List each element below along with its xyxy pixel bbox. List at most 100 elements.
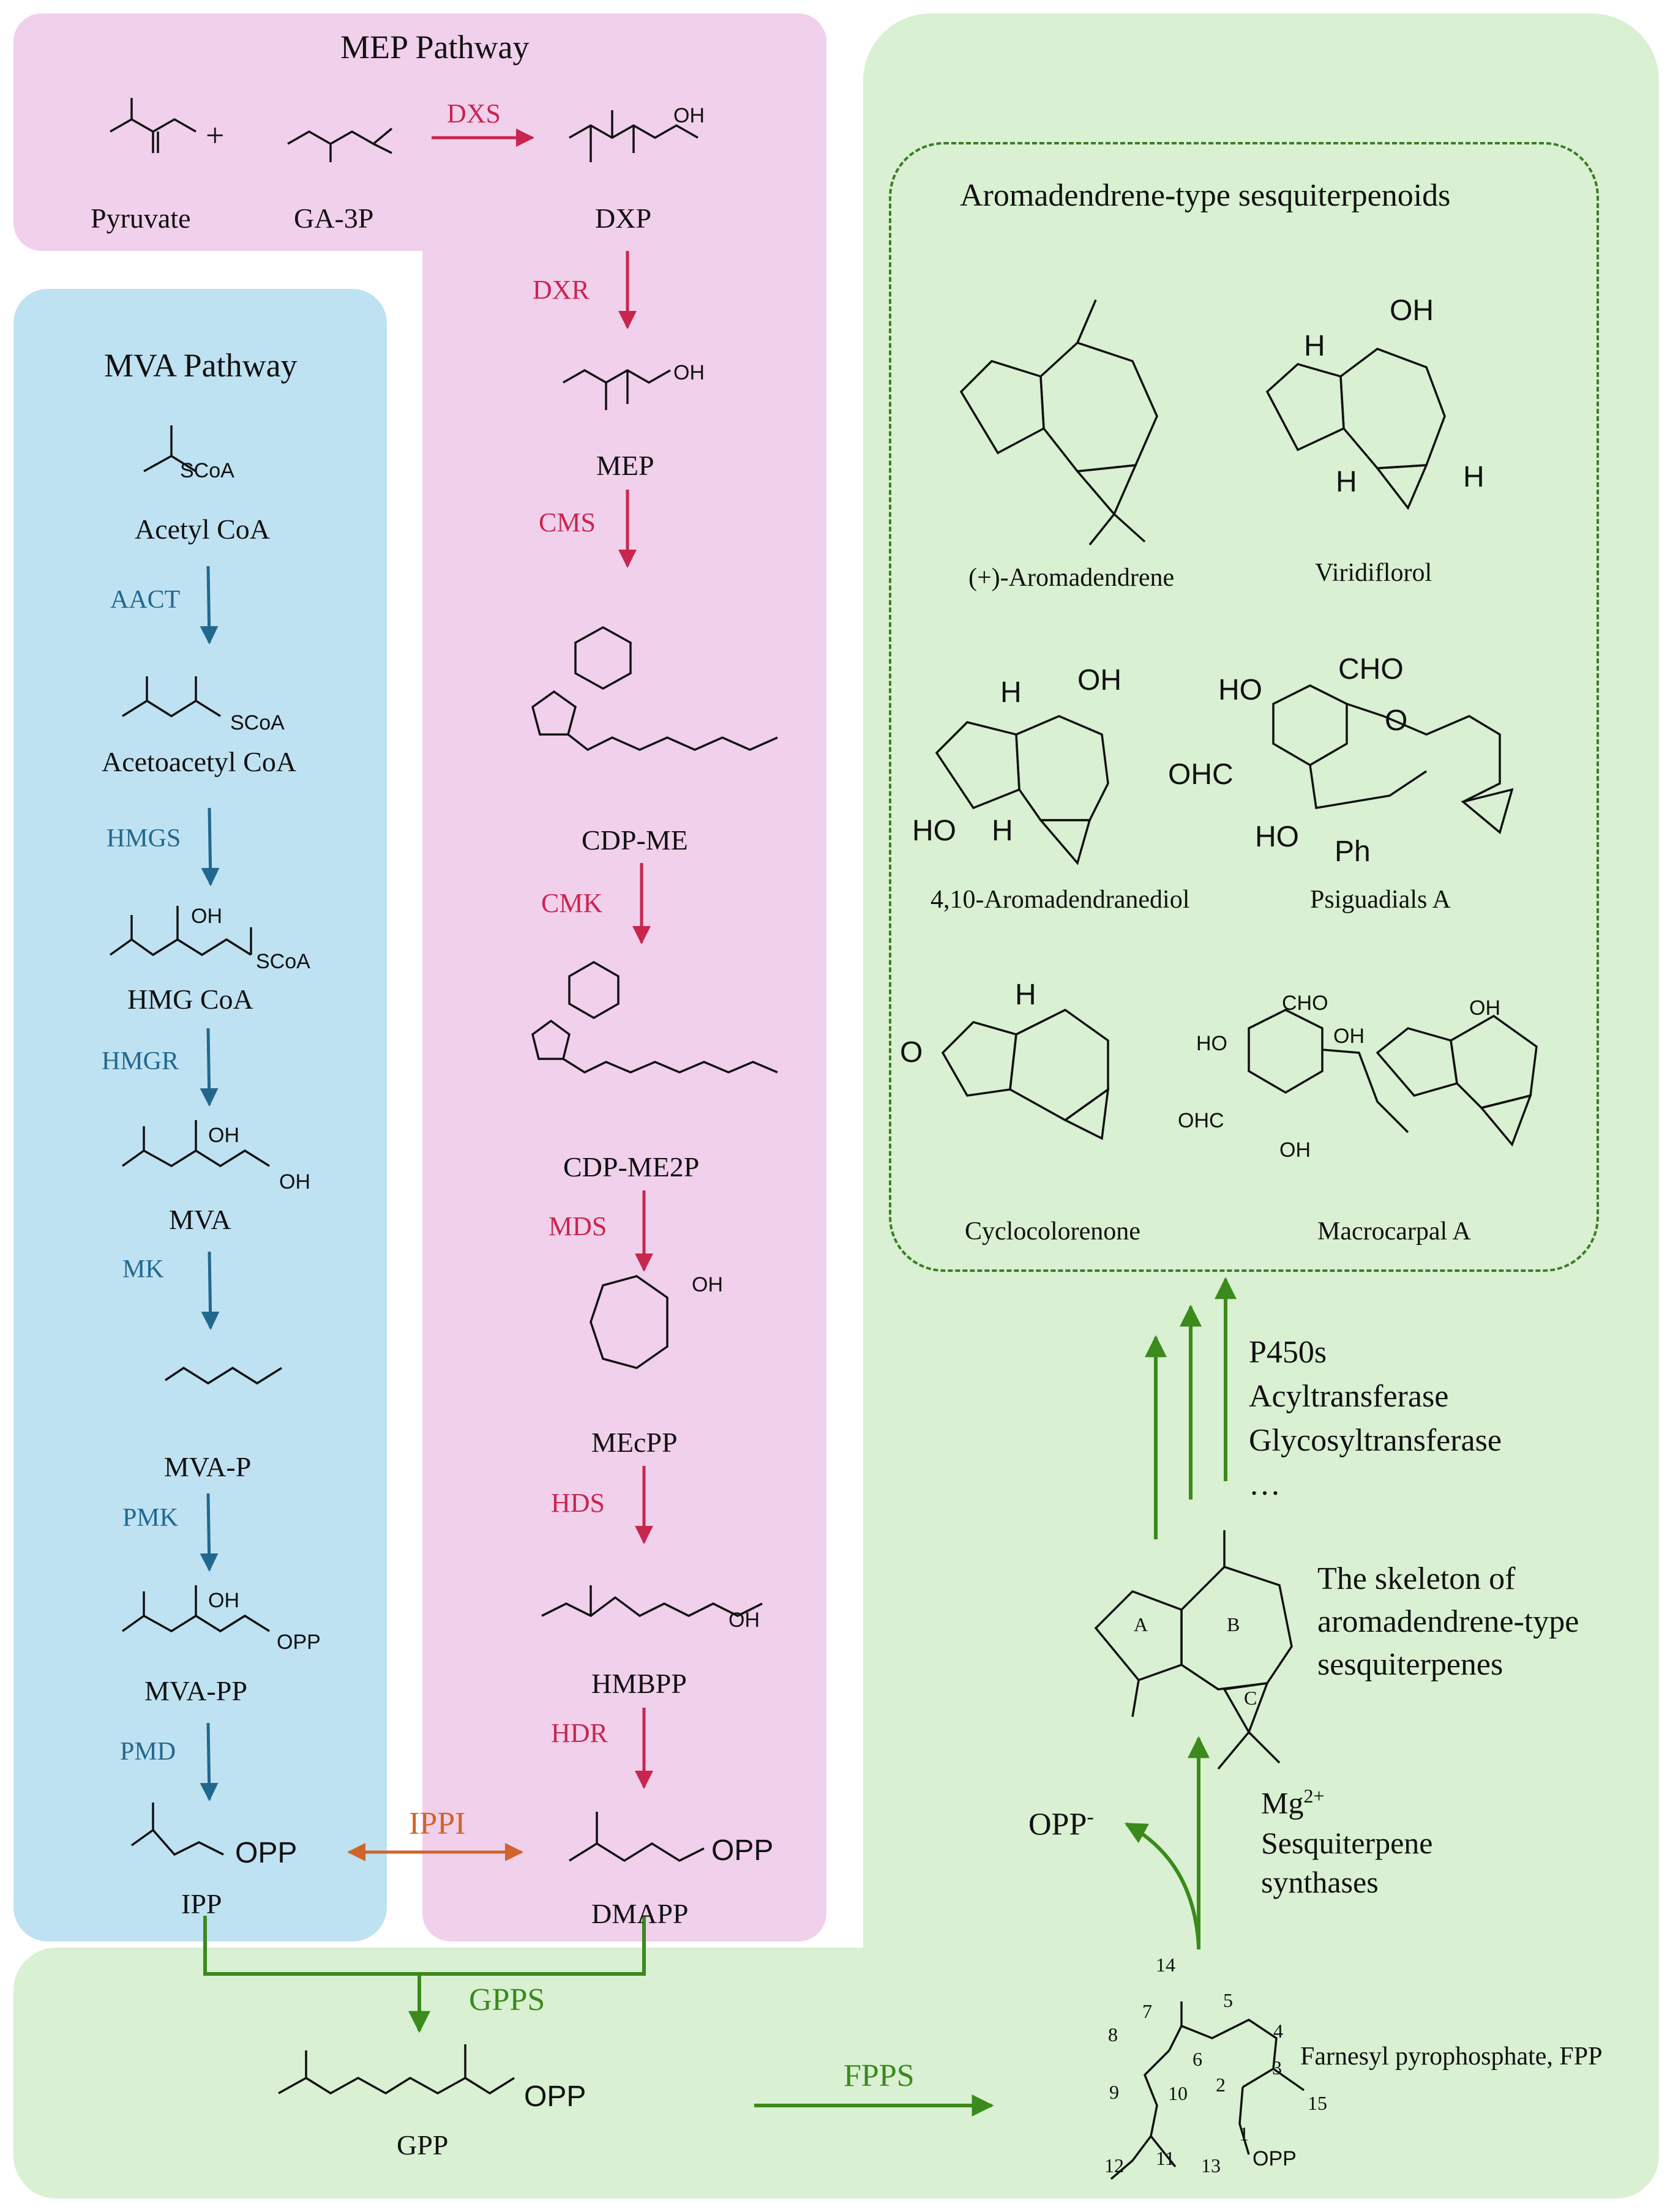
- ipp-label: IPP: [181, 1888, 222, 1919]
- plus-sign: +: [206, 117, 225, 154]
- synthase-label-line1: Sesquiterpene: [1261, 1826, 1433, 1860]
- modifying-enzyme: …: [1249, 1467, 1281, 1502]
- atom-label: SCoA: [230, 711, 285, 734]
- mep-panel-column: [422, 13, 826, 1941]
- atom-label: OHC: [1178, 1109, 1224, 1132]
- atom-label: O: [1385, 704, 1408, 737]
- skeleton-caption-line3: sesquiterpenes: [1317, 1647, 1503, 1682]
- atom-label: SCoA: [180, 459, 234, 482]
- mva-title: MVA Pathway: [104, 347, 298, 384]
- fpp-carbon-number: 2: [1216, 2074, 1226, 2096]
- gpp-label: GPP: [397, 2129, 449, 2161]
- acetylcoa-label: Acetyl CoA: [135, 514, 271, 545]
- atom-label: Ph: [1335, 835, 1371, 868]
- enzyme-fpps: FPPS: [844, 2058, 915, 2093]
- modifying-enzyme: Acyltransferase: [1249, 1379, 1449, 1414]
- atom-label: OH: [1390, 294, 1434, 327]
- atom-label: H: [1336, 466, 1357, 498]
- atom-label: CHO: [1282, 992, 1328, 1015]
- opp-charge: -: [1087, 1806, 1094, 1828]
- mvap-label: MVA-P: [164, 1451, 252, 1482]
- atom-label: OH: [191, 905, 222, 928]
- atom-label: OPP: [524, 2080, 586, 2113]
- compound-cyclocolorenone: Cyclocolorenone: [965, 1217, 1140, 1246]
- ring-c-label: C: [1244, 1687, 1257, 1709]
- mg-cofactor: Mg2+: [1261, 1785, 1325, 1821]
- enzyme-hmgs: HMGS: [107, 824, 181, 853]
- skeleton-caption-line2: aromadendrene-type: [1317, 1604, 1579, 1639]
- atom-label: OH: [1077, 664, 1121, 697]
- fpp-carbon-number: 6: [1193, 2048, 1202, 2070]
- skeleton-caption-line1: The skeleton of: [1317, 1561, 1516, 1596]
- enzyme-dxr: DXR: [533, 275, 590, 305]
- dxp-label: DXP: [595, 203, 652, 234]
- fpp-carbon-number: 12: [1104, 2154, 1124, 2177]
- synthase-label-line2: synthases: [1261, 1865, 1379, 1899]
- atom-label: HO: [912, 815, 956, 847]
- mep-title: MEP Pathway: [340, 29, 530, 65]
- gpp-panel: [13, 1948, 1659, 2199]
- enzyme-hmgr: HMGR: [102, 1047, 179, 1075]
- compound-aromadendrene: (+)-Aromadendrene: [968, 564, 1175, 592]
- structures: [109, 98, 1538, 2180]
- mva-label: MVA: [169, 1204, 231, 1235]
- fpp-carbon-number: 14: [1156, 1954, 1175, 1976]
- ring-b-label: B: [1227, 1613, 1240, 1635]
- mep-arrows: [432, 129, 653, 1789]
- mep-label: MEP: [596, 450, 654, 481]
- enzyme-cmk: CMK: [541, 888, 603, 918]
- mvapp-label: MVA-PP: [144, 1675, 247, 1706]
- mva-panel: [13, 289, 387, 1941]
- modifying-enzyme: Glycosyltransferase: [1249, 1423, 1502, 1458]
- fpp-carbon-number: 10: [1168, 2082, 1188, 2104]
- aromadendrene-title: Aromadendrene-type sesquiterpenoids: [960, 178, 1451, 213]
- compound-psiguadials-a: Psiguadials A: [1310, 886, 1451, 914]
- enzyme-mk: MK: [122, 1255, 164, 1283]
- fpp-carbon-number: 9: [1109, 2081, 1119, 2103]
- fpp-carbon-number: 3: [1272, 2057, 1282, 2079]
- fpp-label: Farnesyl pyrophosphate, FPP: [1300, 2042, 1603, 2071]
- atom-label: CHO: [1338, 653, 1404, 686]
- acetoacetylcoa-label: Acetoacetyl CoA: [102, 746, 297, 777]
- compound-aromadendranediol: 4,10-Aromadendranediol: [930, 886, 1190, 914]
- atom-label: OH: [1469, 996, 1500, 1020]
- fpp-carbon-number: 11: [1156, 2147, 1175, 2169]
- enzyme-hdr: HDR: [551, 1718, 608, 1748]
- enzyme-aact: AACT: [110, 586, 181, 614]
- compound-macrocarpal-a: Macrocarpal A: [1317, 1217, 1471, 1246]
- atom-label: OPP: [711, 1834, 774, 1867]
- fpp-carbon-number: 4: [1273, 2020, 1283, 2042]
- mva-arrows: [200, 566, 220, 1801]
- atom-label: SCoA: [256, 950, 310, 973]
- aromadendrene-box: [889, 142, 1599, 1272]
- atom-label: H: [1015, 979, 1036, 1011]
- atom-label: OH: [728, 1609, 760, 1632]
- opp-leaving-group: OPP-: [1028, 1806, 1094, 1842]
- ring-a-label: A: [1134, 1613, 1148, 1635]
- atom-label: OH: [1279, 1138, 1311, 1162]
- atom-label: OHC: [1168, 758, 1234, 791]
- fpp-carbon-number: 1: [1239, 2123, 1249, 2145]
- enzyme-hds: HDS: [551, 1488, 605, 1518]
- fpp-carbon-number: 7: [1142, 2000, 1152, 2022]
- mg-charge: 2+: [1303, 1785, 1325, 1807]
- atom-label: OPP: [277, 1631, 321, 1654]
- atom-label: OH: [673, 361, 705, 384]
- atom-label: OPP: [235, 1837, 298, 1869]
- atom-label: OPP: [1252, 2147, 1297, 2170]
- fpp-carbon-number: 8: [1108, 2023, 1118, 2046]
- enzyme-ippi: IPPI: [409, 1806, 466, 1841]
- atom-label: OH: [208, 1124, 239, 1147]
- cdpme2p-label: CDP-ME2P: [563, 1151, 700, 1183]
- enzyme-pmd: PMD: [120, 1738, 176, 1766]
- atom-label: H: [1304, 330, 1325, 362]
- atom-label: OH: [1333, 1025, 1365, 1048]
- ga3p-label: GA-3P: [294, 203, 374, 234]
- hmbpp-label: HMBPP: [591, 1668, 687, 1699]
- atom-label: HO: [1255, 821, 1299, 853]
- mg-text: Mg: [1261, 1785, 1304, 1820]
- atom-label: OH: [208, 1589, 239, 1612]
- atom-label: H: [1000, 676, 1022, 709]
- enzyme-pmk: PMK: [122, 1504, 179, 1532]
